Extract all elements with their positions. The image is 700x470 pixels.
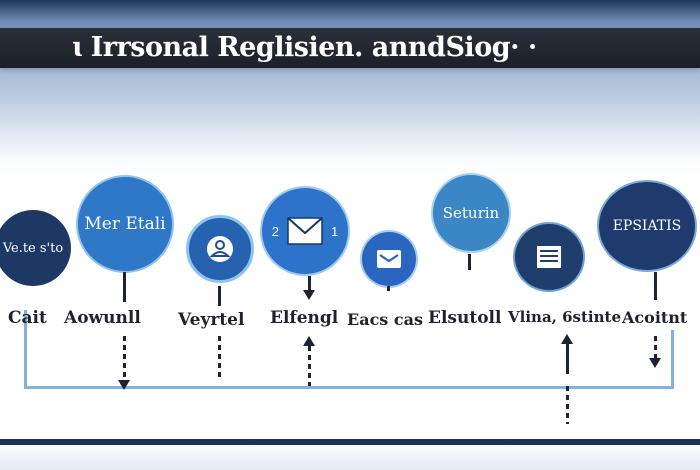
bottom-rule	[0, 439, 700, 445]
connector-2-top	[123, 272, 126, 302]
connector-3-bottom	[218, 336, 221, 380]
step-label-7: Vlina, 6stinte	[508, 308, 621, 326]
step-node-4-left-number: 2	[271, 223, 279, 239]
document-icon	[537, 246, 561, 268]
page-title: ɩ Irrsonal Reglisien. anndSiog· ·	[72, 32, 537, 63]
inbox-icon	[377, 250, 401, 268]
step-node-6[interactable]: Seturin	[433, 175, 509, 251]
step-label-3: Veyrtel	[178, 310, 245, 330]
step-node-5[interactable]	[362, 232, 416, 286]
arrow-down-8	[649, 358, 661, 368]
arrow-up-4	[303, 336, 315, 346]
step-node-2-label: Mer Etali	[84, 214, 166, 234]
connector-2-bottom	[123, 336, 126, 380]
arrow-down-4	[303, 290, 315, 300]
arrow-up-7	[561, 334, 573, 344]
step-node-4-right-number: 1	[331, 223, 339, 239]
connector-6	[468, 254, 471, 270]
step-label-2: Aowunll	[64, 308, 141, 328]
header-haze	[0, 68, 700, 158]
flow-line-right	[671, 330, 674, 388]
connector-8-top	[654, 272, 657, 300]
step-node-8[interactable]: EPSIATIS	[599, 182, 695, 270]
connector-7-tail	[566, 386, 569, 424]
flow-line-left	[24, 310, 27, 388]
step-label-1: Cait	[8, 308, 47, 328]
connector-4-bottom	[308, 346, 311, 386]
step-label-8: Acoitnt	[622, 308, 688, 327]
step-label-5: Eacs cas	[347, 310, 423, 329]
title-bar: ɩ Irrsonal Reglisien. anndSiog· ·	[0, 28, 700, 68]
step-node-2[interactable]: Mer Etali	[78, 177, 172, 271]
user-profile-icon	[207, 236, 233, 262]
step-node-4[interactable]: 2 1	[262, 188, 348, 274]
connector-5	[387, 286, 390, 294]
step-node-3[interactable]	[186, 215, 254, 283]
step-label-4: Elfengl	[270, 308, 339, 328]
step-node-6-label: Seturin	[442, 204, 500, 222]
connector-8-bottom	[654, 336, 657, 358]
flow-line-bottom	[24, 386, 674, 389]
connector-3-top	[218, 286, 221, 306]
connector-4-top	[308, 276, 311, 290]
step-label-6: Elsutoll	[428, 308, 502, 328]
step-node-7[interactable]	[513, 222, 585, 292]
step-node-8-label: EPSIATIS	[612, 218, 682, 234]
step-node-1[interactable]: Ve.te s'to	[0, 210, 71, 286]
envelope-icon	[287, 217, 323, 245]
connector-7-bottom	[566, 344, 569, 374]
step-node-1-label: Ve.te s'to	[2, 240, 64, 256]
arrow-down-2	[118, 380, 130, 390]
